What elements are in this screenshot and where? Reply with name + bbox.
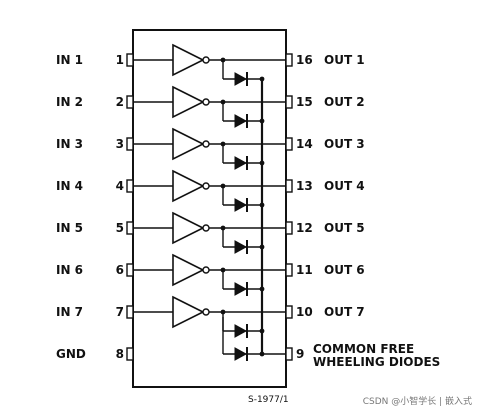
- input-pin-tab-6: [126, 263, 134, 277]
- output-pin-tab-2: [285, 95, 293, 109]
- inverter-gate-7: [172, 295, 205, 329]
- input-pin-tab-5: [126, 221, 134, 235]
- inverter-bubble-6: [202, 266, 210, 274]
- gnd-pin-number: 8: [116, 347, 124, 361]
- rail-junction-2: [259, 118, 265, 124]
- inverter-bubble-3: [202, 140, 210, 148]
- diode-4: [234, 198, 248, 212]
- diode-1: [234, 72, 248, 86]
- diode-4-triangle: [234, 198, 248, 212]
- watermark: CSDN @小智学长 | 嵌入式: [363, 395, 472, 407]
- input-pin-number-6: 6: [116, 263, 124, 277]
- common-label-line1: COMMON FREE: [313, 342, 414, 356]
- common-pin-tab: [285, 347, 293, 361]
- input-pin-number-7: 7: [116, 305, 124, 319]
- output-label-3: OUT 3: [324, 137, 365, 151]
- diode-common-triangle: [234, 347, 248, 361]
- output-pin-tab-6: [285, 263, 293, 277]
- rail-junction-6: [259, 286, 265, 292]
- output-label-6: OUT 6: [324, 263, 365, 277]
- diode-5: [234, 240, 248, 254]
- output-label-7: OUT 7: [324, 305, 365, 319]
- inverter-bubble-5: [202, 224, 210, 232]
- input-pin-tab-4: [126, 179, 134, 193]
- gnd-pin-tab: [126, 347, 134, 361]
- diode-5-triangle: [234, 240, 248, 254]
- input-pin-number-2: 2: [116, 95, 124, 109]
- input-pin-tab-1: [126, 53, 134, 67]
- output-label-2: OUT 2: [324, 95, 365, 109]
- input-pin-number-4: 4: [116, 179, 124, 193]
- inverter-gate-6: [172, 253, 205, 287]
- input-pin-tab-2: [126, 95, 134, 109]
- diode-1-triangle: [234, 72, 248, 86]
- input-label-3: IN 3: [56, 137, 83, 151]
- input-label-7: IN 7: [56, 305, 83, 319]
- output-pin-number-2: 15: [296, 95, 313, 109]
- rail-junction-common: [259, 351, 265, 357]
- input-label-4: IN 4: [56, 179, 83, 193]
- inverter-gate-1: [172, 43, 205, 77]
- diode-common: [234, 347, 248, 361]
- diode-7: [234, 324, 248, 338]
- common-pin-number: 9: [296, 347, 304, 361]
- output-pin-tab-3: [285, 137, 293, 151]
- input-pin-number-5: 5: [116, 221, 124, 235]
- rail-junction-4: [259, 202, 265, 208]
- rail-junction-5: [259, 244, 265, 250]
- output-label-4: OUT 4: [324, 179, 365, 193]
- diode-7-triangle: [234, 324, 248, 338]
- diode-3-triangle: [234, 156, 248, 170]
- input-pin-tab-3: [126, 137, 134, 151]
- output-pin-number-6: 11: [296, 263, 313, 277]
- output-label-1: OUT 1: [324, 53, 365, 67]
- input-label-5: IN 5: [56, 221, 83, 235]
- input-pin-number-1: 1: [116, 53, 124, 67]
- output-pin-number-7: 10: [296, 305, 313, 319]
- inverter-bubble-7: [202, 308, 210, 316]
- rail-junction-7: [259, 328, 265, 334]
- output-pin-tab-4: [285, 179, 293, 193]
- output-label-5: OUT 5: [324, 221, 365, 235]
- input-label-1: IN 1: [56, 53, 83, 67]
- input-pin-tab-7: [126, 305, 134, 319]
- chip-body: [132, 29, 287, 388]
- output-pin-tab-7: [285, 305, 293, 319]
- output-pin-tab-1: [285, 53, 293, 67]
- gnd-label: GND: [56, 347, 86, 361]
- diode-2: [234, 114, 248, 128]
- diode-6-triangle: [234, 282, 248, 296]
- figure-code: S-1977/1: [248, 395, 289, 405]
- diode-3: [234, 156, 248, 170]
- output-pin-number-4: 13: [296, 179, 313, 193]
- diode-6: [234, 282, 248, 296]
- inverter-gate-2: [172, 85, 205, 119]
- inverter-bubble-1: [202, 56, 210, 64]
- output-pin-number-1: 16: [296, 53, 313, 67]
- input-pin-number-3: 3: [116, 137, 124, 151]
- input-label-6: IN 6: [56, 263, 83, 277]
- input-label-2: IN 2: [56, 95, 83, 109]
- output-pin-number-3: 14: [296, 137, 313, 151]
- rail-junction-1: [259, 76, 265, 82]
- inverter-bubble-2: [202, 98, 210, 106]
- output-pin-tab-5: [285, 221, 293, 235]
- common-label-line2: WHEELING DIODES: [313, 355, 440, 369]
- output-pin-number-5: 12: [296, 221, 313, 235]
- inverter-bubble-4: [202, 182, 210, 190]
- inverter-gate-4: [172, 169, 205, 203]
- rail-junction-3: [259, 160, 265, 166]
- inverter-gate-3: [172, 127, 205, 161]
- inverter-gate-5: [172, 211, 205, 245]
- diode-2-triangle: [234, 114, 248, 128]
